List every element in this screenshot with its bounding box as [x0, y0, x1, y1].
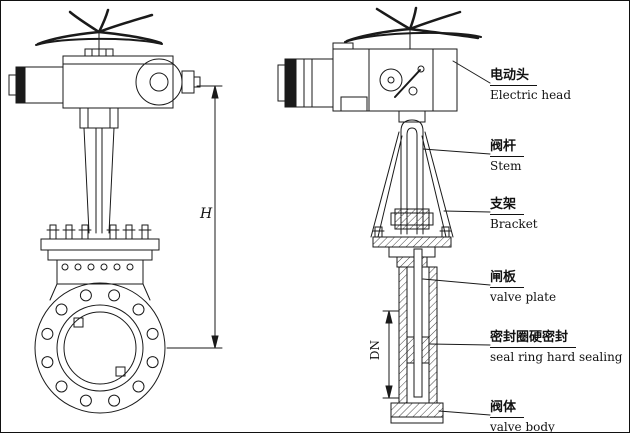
leader-lines — [422, 60, 491, 416]
label-electric-head-zh: 电动头 — [490, 67, 538, 87]
body-flange-front — [34, 282, 166, 414]
label-seal-ring-en: seal ring hard sealing — [490, 350, 623, 365]
label-valve-body: 阀体 valve body — [490, 398, 555, 433]
stem-section — [398, 110, 426, 235]
label-valve-body-en: valve body — [490, 420, 555, 433]
label-bracket-zh: 支架 — [490, 196, 525, 216]
label-stem: 阀杆 Stem — [490, 137, 525, 174]
label-stem-en: Stem — [490, 159, 522, 174]
handwheel-section-icon — [344, 6, 482, 50]
label-valve-body-zh: 阀体 — [490, 399, 525, 419]
label-valve-plate-zh: 闸板 — [490, 269, 525, 289]
actuator-front — [8, 48, 201, 109]
dimension-dn-line — [382, 310, 400, 399]
handwheel-front-icon — [35, 8, 163, 57]
label-valve-plate: 闸板 valve plate — [490, 268, 556, 305]
section-view — [277, 6, 491, 424]
dimension-h-line — [166, 85, 223, 349]
label-bracket: 支架 Bracket — [490, 195, 538, 232]
dimension-dn-label: DN — [368, 339, 383, 361]
actuator-section — [277, 42, 458, 112]
yoke-front — [79, 107, 119, 234]
label-seal-ring-zh: 密封圈硬密封 — [490, 329, 577, 349]
label-electric-head-en: Electric head — [490, 88, 572, 103]
bonnet-front — [40, 224, 160, 301]
valve-body-section — [390, 248, 444, 424]
label-bracket-en: Bracket — [490, 217, 538, 232]
front-view — [8, 8, 223, 414]
label-electric-head: 电动头 Electric head — [490, 66, 571, 103]
dimension-h-label: H — [200, 206, 213, 222]
gland-section — [372, 226, 452, 268]
label-seal-ring: 密封圈硬密封 seal ring hard sealing — [490, 328, 622, 365]
bracket-section — [370, 131, 454, 238]
label-stem-zh: 阀杆 — [490, 138, 525, 158]
label-valve-plate-en: valve plate — [490, 290, 557, 305]
